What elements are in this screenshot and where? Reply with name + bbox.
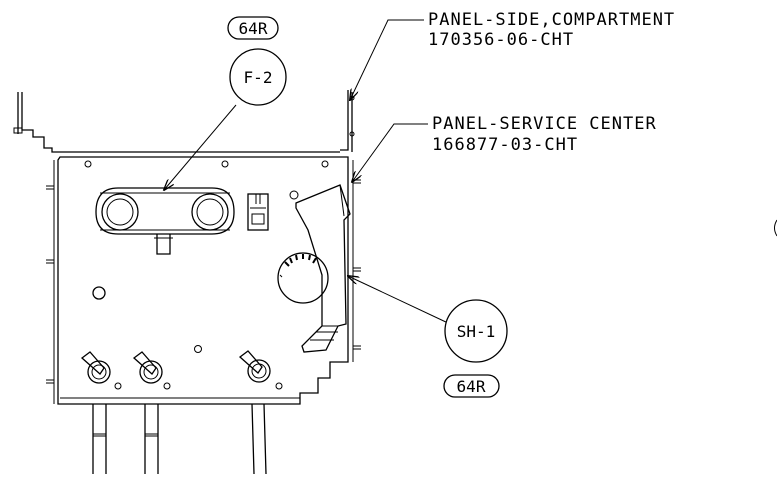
mounting-hole (275, 382, 283, 390)
balloon-f2: 64R F-2 (227, 16, 287, 106)
balloon-f2-sheet: 64R (239, 19, 268, 38)
balloon-sh1-label: SH-1 (457, 322, 496, 341)
valve-knob (80, 351, 111, 384)
panel-side-part-number: 170356-06-CHT (428, 30, 574, 50)
balloon-f2-label: F-2 (244, 68, 273, 87)
service-handle (289, 184, 351, 353)
switch-module (247, 193, 269, 231)
valve-knob (238, 350, 271, 383)
edge-mark (774, 219, 777, 237)
dual-fitting-assembly (95, 187, 235, 255)
valve-knob (132, 351, 163, 384)
leader-sh1 (348, 276, 449, 324)
mounting-hole (114, 382, 122, 390)
mounting-hole (163, 382, 171, 390)
panel-service-title: PANEL-SERVICE CENTER (432, 114, 657, 134)
panel-service-center (46, 156, 361, 405)
leader-panel-side (350, 19, 424, 100)
balloon-sh1: SH-1 64R (443, 299, 508, 398)
panel-side-compartment (13, 90, 355, 153)
mounting-hole (92, 286, 106, 300)
panel-side-title: PANEL-SIDE,COMPARTMENT (428, 10, 675, 30)
leader-f2 (164, 104, 237, 190)
mounting-hole (194, 345, 202, 353)
leader-panel-service (352, 123, 428, 182)
panel-service-part-number: 166877-03-CHT (432, 135, 578, 155)
round-gauge (277, 252, 329, 304)
hose-lines (92, 403, 267, 475)
balloon-sh1-sheet: 64R (457, 377, 486, 396)
